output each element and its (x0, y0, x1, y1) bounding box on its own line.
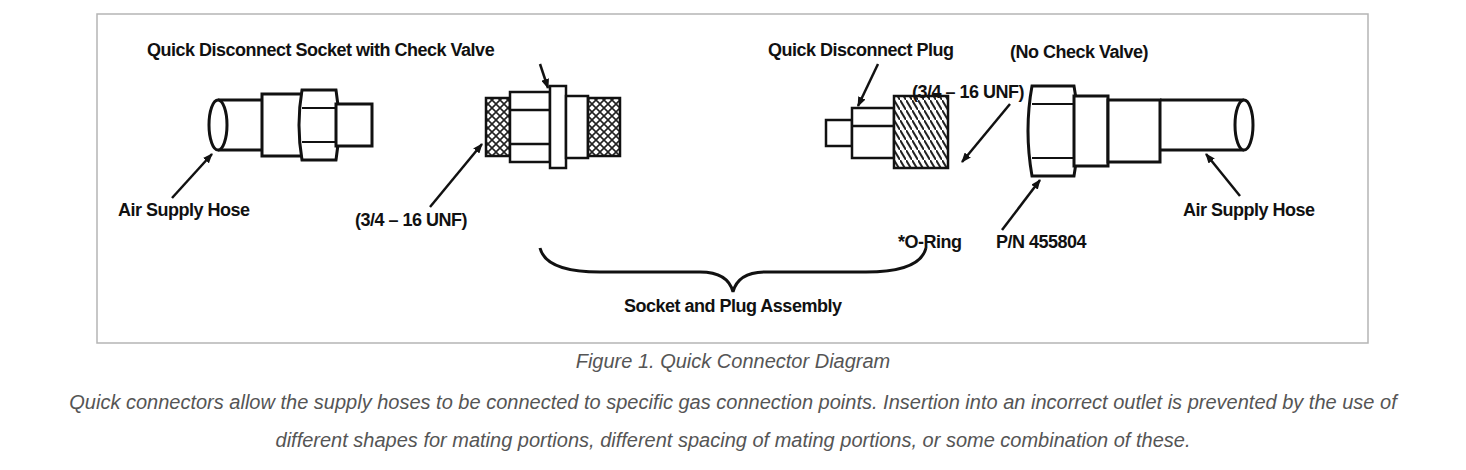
leader-lines (172, 64, 1240, 230)
right-hose-fitting (1028, 86, 1253, 176)
figure-caption: Quick connectors allow the supply hoses … (43, 383, 1423, 459)
left-hose-fitting (209, 90, 372, 160)
socket-illustration (486, 86, 620, 168)
thread-size: (3/4 – 16 UNF) (912, 82, 1024, 103)
plug-illustration (826, 96, 948, 168)
assembly-label: Socket and Plug Assembly (624, 296, 841, 317)
plug-label: Quick Disconnect Plug (768, 40, 954, 61)
hose-label: Air Supply Hose (1183, 200, 1315, 221)
part-number: P/N 455804 (996, 232, 1086, 253)
thread-size: (3/4 – 16 UNF) (355, 210, 467, 231)
check-valve-note: (No Check Valve) (1010, 42, 1148, 63)
assembly-brace (540, 248, 926, 292)
hose-label: Air Supply Hose (118, 200, 250, 221)
figure-title: Figure 1. Quick Connector Diagram (0, 350, 1466, 373)
socket-label: Quick Disconnect Socket with Check Valve (147, 40, 494, 61)
figure-frame (97, 14, 1368, 343)
o-ring-label: *O-Ring (898, 232, 962, 253)
